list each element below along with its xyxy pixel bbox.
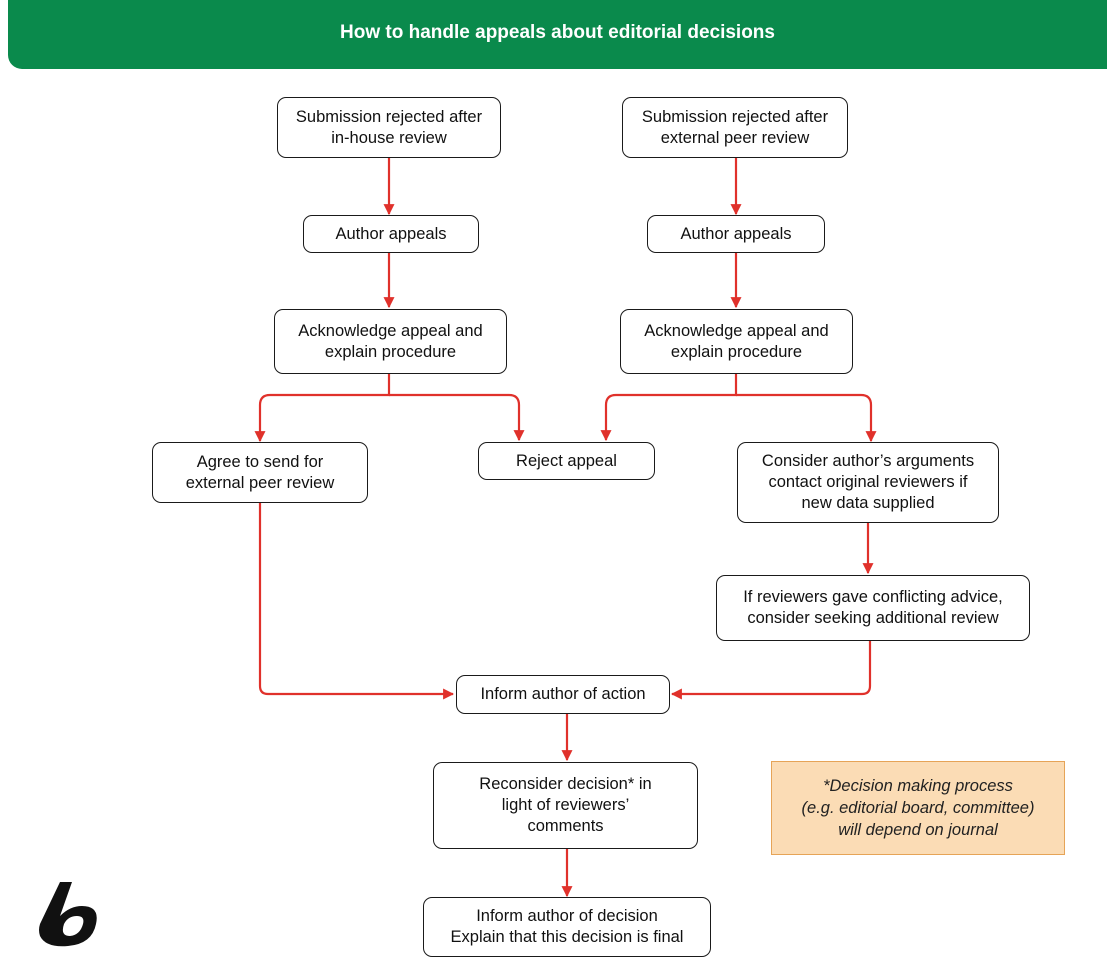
arrow-right-ack-to-consider — [736, 393, 877, 443]
arrow-agree-to-inform — [258, 503, 455, 700]
box-inform-decision: Inform author of decision Explain that t… — [423, 897, 711, 957]
box-right-conflict: If reviewers gave conflicting advice, co… — [716, 575, 1030, 641]
box-right-appeals: Author appeals — [647, 215, 825, 253]
footnote-box: *Decision making process (e.g. editorial… — [771, 761, 1065, 855]
box-left-appeals: Author appeals — [303, 215, 479, 253]
box-left-agree: Agree to send for external peer review — [152, 442, 368, 503]
box-left-acknowledge: Acknowledge appeal and explain procedure — [274, 309, 507, 374]
box-reject-appeal: Reject appeal — [478, 442, 655, 480]
page-title: How to handle appeals about editorial de… — [340, 22, 775, 43]
arrow-conflict-to-inform — [670, 641, 872, 700]
box-right-consider: Consider author’s arguments contact orig… — [737, 442, 999, 523]
arrow-right-ack-to-reject — [600, 374, 738, 442]
box-reconsider: Reconsider decision* in light of reviewe… — [433, 762, 698, 849]
arrow-left-ack-to-reject — [389, 393, 525, 442]
box-right-acknowledge: Acknowledge appeal and explain procedure — [620, 309, 853, 374]
arrow-left-ack-to-agree — [254, 374, 391, 443]
b-logo-icon — [39, 882, 97, 947]
box-right-rejected: Submission rejected after external peer … — [622, 97, 848, 158]
box-inform-action: Inform author of action — [456, 675, 670, 714]
box-left-rejected: Submission rejected after in-house revie… — [277, 97, 501, 158]
header-banner: How to handle appeals about editorial de… — [8, 0, 1107, 69]
